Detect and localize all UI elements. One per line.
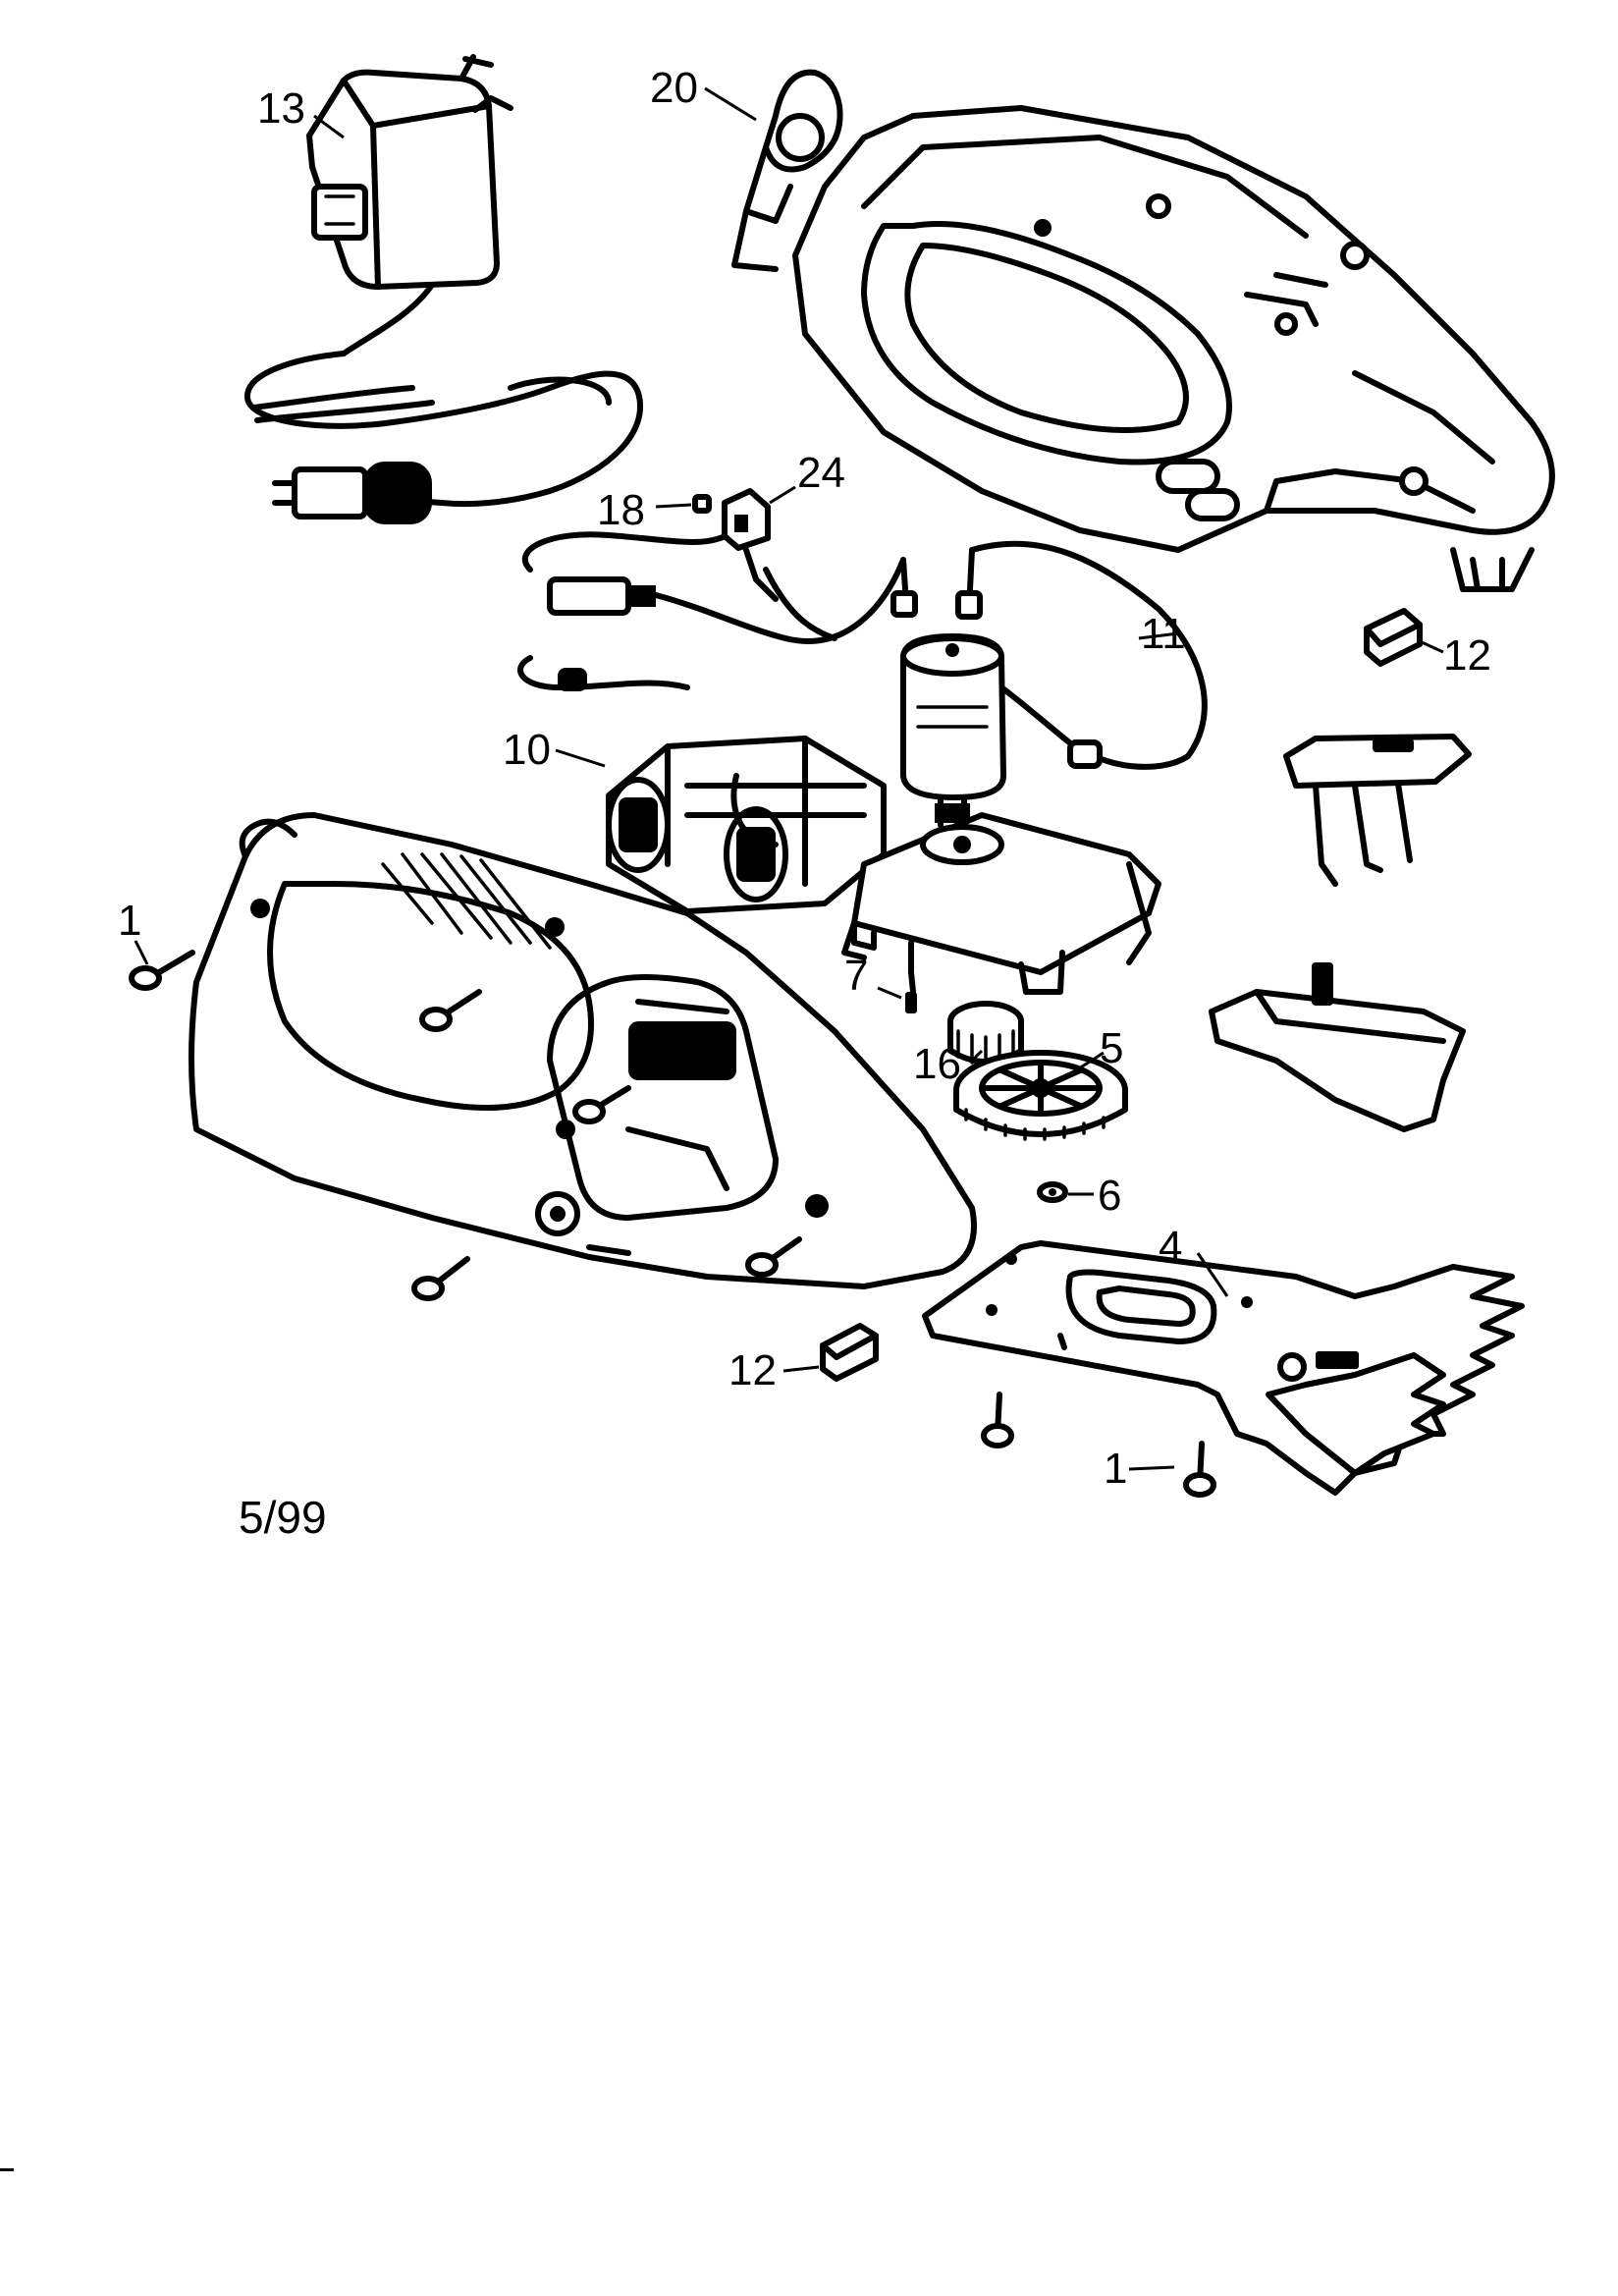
- screw-housing-2: [572, 1085, 631, 1124]
- part-18-grommet: [692, 494, 712, 514]
- callout-5-label: 5: [1100, 1024, 1123, 1072]
- upper-housing: [792, 105, 1555, 592]
- lower-housing: [189, 812, 977, 1289]
- part-20-lever: [731, 69, 843, 272]
- part-12-block-lower: [820, 1323, 879, 1382]
- callout-6-label: 6: [1098, 1172, 1121, 1220]
- callout-1-lower: 1: [1104, 1445, 1175, 1493]
- blade-clip: [1283, 734, 1472, 887]
- callout-7: 7: [844, 952, 902, 1000]
- callout-20: 20: [650, 64, 757, 122]
- callout-13-label: 13: [257, 84, 305, 133]
- callout-18-label: 18: [597, 486, 645, 534]
- callout-11: 11: [1138, 610, 1186, 658]
- blade-carrier: [1209, 962, 1466, 1132]
- callout-16: 16: [913, 1040, 984, 1088]
- callout-6: 6: [1068, 1172, 1121, 1220]
- callout-1-lower-label: 1: [1104, 1445, 1127, 1493]
- blade-screw-1: [981, 1392, 1014, 1449]
- callout-18: 18: [597, 486, 692, 534]
- part-5-drive-gear: [953, 1050, 1128, 1141]
- part-11-wiring: [517, 527, 1208, 770]
- page-edge-mark: [0, 2168, 14, 2171]
- part-24-switch: [722, 488, 779, 602]
- callout-24: 24: [769, 449, 845, 505]
- callout-20-label: 20: [650, 64, 698, 112]
- callout-7-label: 7: [844, 952, 868, 1000]
- callout-1-upper: 1: [118, 897, 149, 965]
- screw-housing-1: [419, 989, 482, 1032]
- part-7-pin: [905, 940, 917, 1013]
- callout-13: 13: [257, 84, 345, 139]
- callout-1-upper-label: 1: [118, 897, 141, 945]
- callout-4: 4: [1159, 1223, 1229, 1297]
- part-6-washer: [1037, 1181, 1068, 1203]
- callout-5: 5: [1075, 1024, 1123, 1072]
- part-12-block-upper: [1364, 608, 1423, 667]
- callout-12-upper-label: 12: [1443, 631, 1491, 680]
- callout-12-lower: 12: [728, 1346, 820, 1394]
- callout-4-label: 4: [1159, 1223, 1182, 1271]
- screw-housing-4: [411, 1256, 470, 1301]
- screw-housing-3: [745, 1236, 802, 1278]
- gear-plate: [841, 812, 1161, 995]
- callout-10: 10: [503, 726, 606, 774]
- blade-screw-2: [1183, 1441, 1216, 1498]
- screw-1a: [129, 950, 195, 991]
- revision-date: 5/99: [239, 1492, 327, 1543]
- callout-12-upper: 12: [1421, 631, 1491, 680]
- callout-16-label: 16: [913, 1040, 961, 1088]
- part-10-battery-pack: [606, 736, 887, 914]
- callout-24-label: 24: [797, 449, 845, 497]
- callout-12-lower-label: 12: [728, 1346, 777, 1394]
- part-4-blade: [922, 1240, 1525, 1496]
- callout-10-label: 10: [503, 726, 551, 774]
- motor: [900, 633, 1006, 828]
- part-13-charger: [244, 54, 643, 524]
